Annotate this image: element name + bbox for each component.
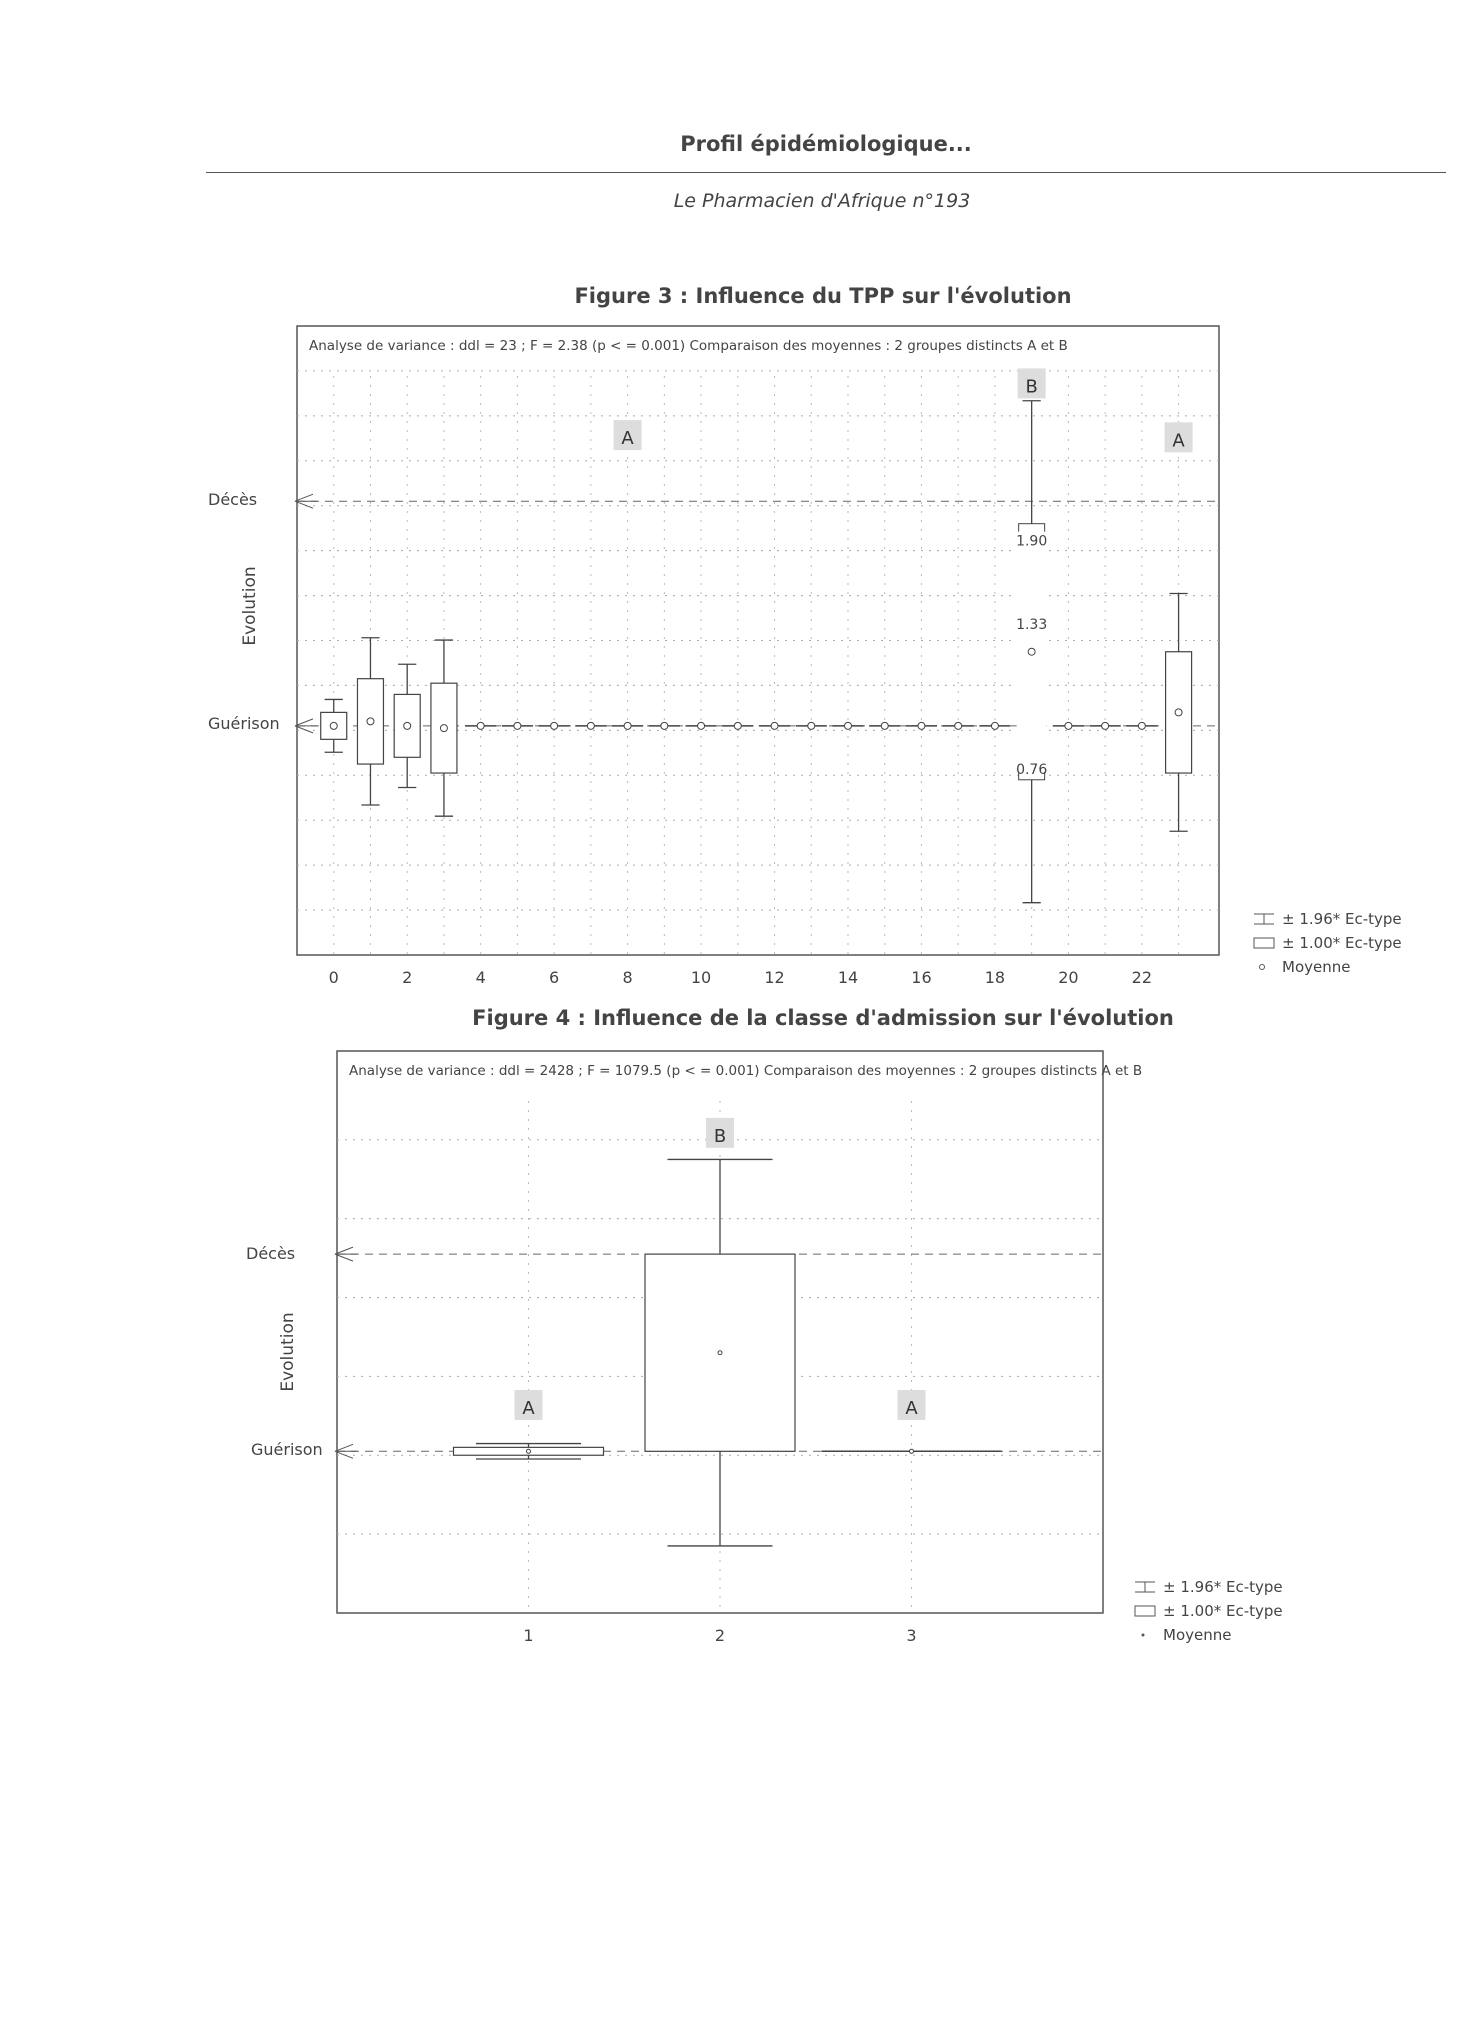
mean-marker [909, 1448, 914, 1454]
x-tick-label: 2 [715, 1626, 725, 1645]
anova-annotation: Analyse de variance : ddl = 2428 ; F = 1… [349, 1063, 1142, 1079]
arrow-left-icon [334, 1246, 357, 1262]
x-tick-label: 1 [523, 1626, 533, 1645]
mean-marker [843, 721, 852, 730]
header-rule [206, 172, 1446, 173]
arrow-left-icon [334, 1443, 357, 1459]
legend-whisker: ± 1.96* Ec-type [1252, 910, 1402, 928]
group-letter: B [714, 1126, 726, 1147]
mean-marker [770, 721, 779, 730]
arrow-left-icon [294, 718, 317, 734]
legend-box-label: ± 1.00* Ec-type [1163, 1602, 1283, 1620]
fig3-yaxis-title: Evolution [240, 566, 260, 646]
mean-marker [476, 721, 485, 730]
mean-marker [917, 721, 926, 730]
x-tick-label: 6 [549, 968, 559, 987]
group-letter-shade [514, 1389, 543, 1420]
group-letter-shade [613, 420, 642, 451]
arrow-left-icon [294, 493, 317, 509]
legend-mean: Moyenne [1133, 1626, 1283, 1644]
x-tick-label: 0 [329, 968, 339, 987]
fig4-yaxis-title: Evolution [278, 1312, 298, 1392]
group-letter: B [1025, 376, 1037, 397]
x-tick-label: 14 [838, 968, 858, 987]
journal-reference: Le Pharmacien d'Afrique n°193 [673, 190, 971, 212]
mean-marker [1027, 647, 1036, 656]
x-tick-label: 8 [623, 968, 633, 987]
value-label: 1.33 [1016, 617, 1047, 633]
group-letter-shade [706, 1117, 734, 1148]
group-letter: A [1172, 430, 1185, 451]
mean-marker [1101, 721, 1110, 730]
mean-marker [439, 724, 448, 733]
group-letter-shade [1164, 422, 1193, 453]
legend-mean: Moyenne [1252, 958, 1402, 976]
x-tick-label: 10 [691, 968, 711, 987]
group-letter-shade [1017, 368, 1046, 399]
legend-box: ± 1.00* Ec-type [1252, 934, 1402, 952]
figure-3-title: Figure 3 : Influence du TPP sur l'évolut… [574, 284, 1072, 308]
plot-frame [336, 1050, 1104, 1614]
fig3-legend: ± 1.96* Ec-type ± 1.00* Ec-type Moyenne [1252, 910, 1402, 976]
mean-marker [526, 1448, 531, 1454]
x-tick-label: 18 [985, 968, 1005, 987]
mean-marker [1137, 721, 1146, 730]
mean-marker [550, 721, 559, 730]
running-header-title: Profil épidémiologique... [680, 132, 972, 156]
figure-4-chart: Analyse de variance : ddl = 2428 ; F = 1… [334, 1050, 1142, 1645]
figure-4-title: Figure 4 : Influence de la classe d'admi… [472, 1006, 1174, 1030]
box-icon [1253, 937, 1275, 949]
whisker-icon [1135, 1581, 1155, 1593]
legend-mean-label: Moyenne [1163, 1626, 1232, 1644]
value-label: 1.90 [1016, 534, 1047, 550]
group-letter: A [621, 428, 634, 449]
legend-whisker: ± 1.96* Ec-type [1133, 1578, 1283, 1596]
mean-marker [586, 721, 595, 730]
legend-box-label: ± 1.00* Ec-type [1282, 934, 1402, 952]
fig3-ylabel-deces: Décès [208, 490, 258, 509]
group-letter: A [522, 1398, 535, 1419]
mean-marker [623, 721, 632, 730]
x-tick-label: 2 [402, 968, 412, 987]
x-tick-label: 4 [476, 968, 486, 987]
mean-marker [733, 721, 742, 730]
whisker-icon [1254, 913, 1274, 925]
group-letter-shade [897, 1389, 926, 1420]
figure-3-chart: Analyse de variance : ddl = 23 ; F = 2.3… [294, 325, 1220, 987]
mean-marker [366, 717, 375, 726]
group-letter: A [905, 1398, 918, 1419]
legend-whisker-label: ± 1.96* Ec-type [1163, 1578, 1283, 1596]
mean-marker [717, 1350, 723, 1356]
x-tick-label: 16 [911, 968, 931, 987]
x-tick-label: 20 [1058, 968, 1078, 987]
fig4-ylabel-guerison: Guérison [251, 1440, 323, 1459]
fig4-ylabel-deces: Décès [246, 1244, 296, 1263]
box-icon [1134, 1605, 1156, 1617]
mean-marker [1064, 721, 1073, 730]
mean-marker [1174, 708, 1183, 717]
x-tick-label: 3 [906, 1626, 916, 1645]
mean-marker [880, 721, 889, 730]
mean-marker [403, 721, 412, 730]
value-label: 0.76 [1016, 762, 1047, 778]
mean-marker [807, 721, 816, 730]
mean-marker [990, 721, 999, 730]
mean-marker [660, 721, 669, 730]
mean-marker [697, 721, 706, 730]
mean-marker [513, 721, 522, 730]
anova-annotation: Analyse de variance : ddl = 23 ; F = 2.3… [309, 338, 1068, 354]
legend-whisker-label: ± 1.96* Ec-type [1282, 910, 1402, 928]
legend-box: ± 1.00* Ec-type [1133, 1602, 1283, 1620]
mean-marker [329, 721, 338, 730]
mean-marker-icon [1141, 1633, 1145, 1637]
fig4-legend: ± 1.96* Ec-type ± 1.00* Ec-type Moyenne [1133, 1578, 1283, 1644]
x-tick-label: 22 [1132, 968, 1152, 987]
legend-mean-label: Moyenne [1282, 958, 1351, 976]
mean-marker [954, 721, 963, 730]
fig3-ylabel-guerison: Guérison [208, 714, 280, 733]
x-tick-label: 12 [764, 968, 784, 987]
mean-marker-icon [1259, 964, 1265, 970]
